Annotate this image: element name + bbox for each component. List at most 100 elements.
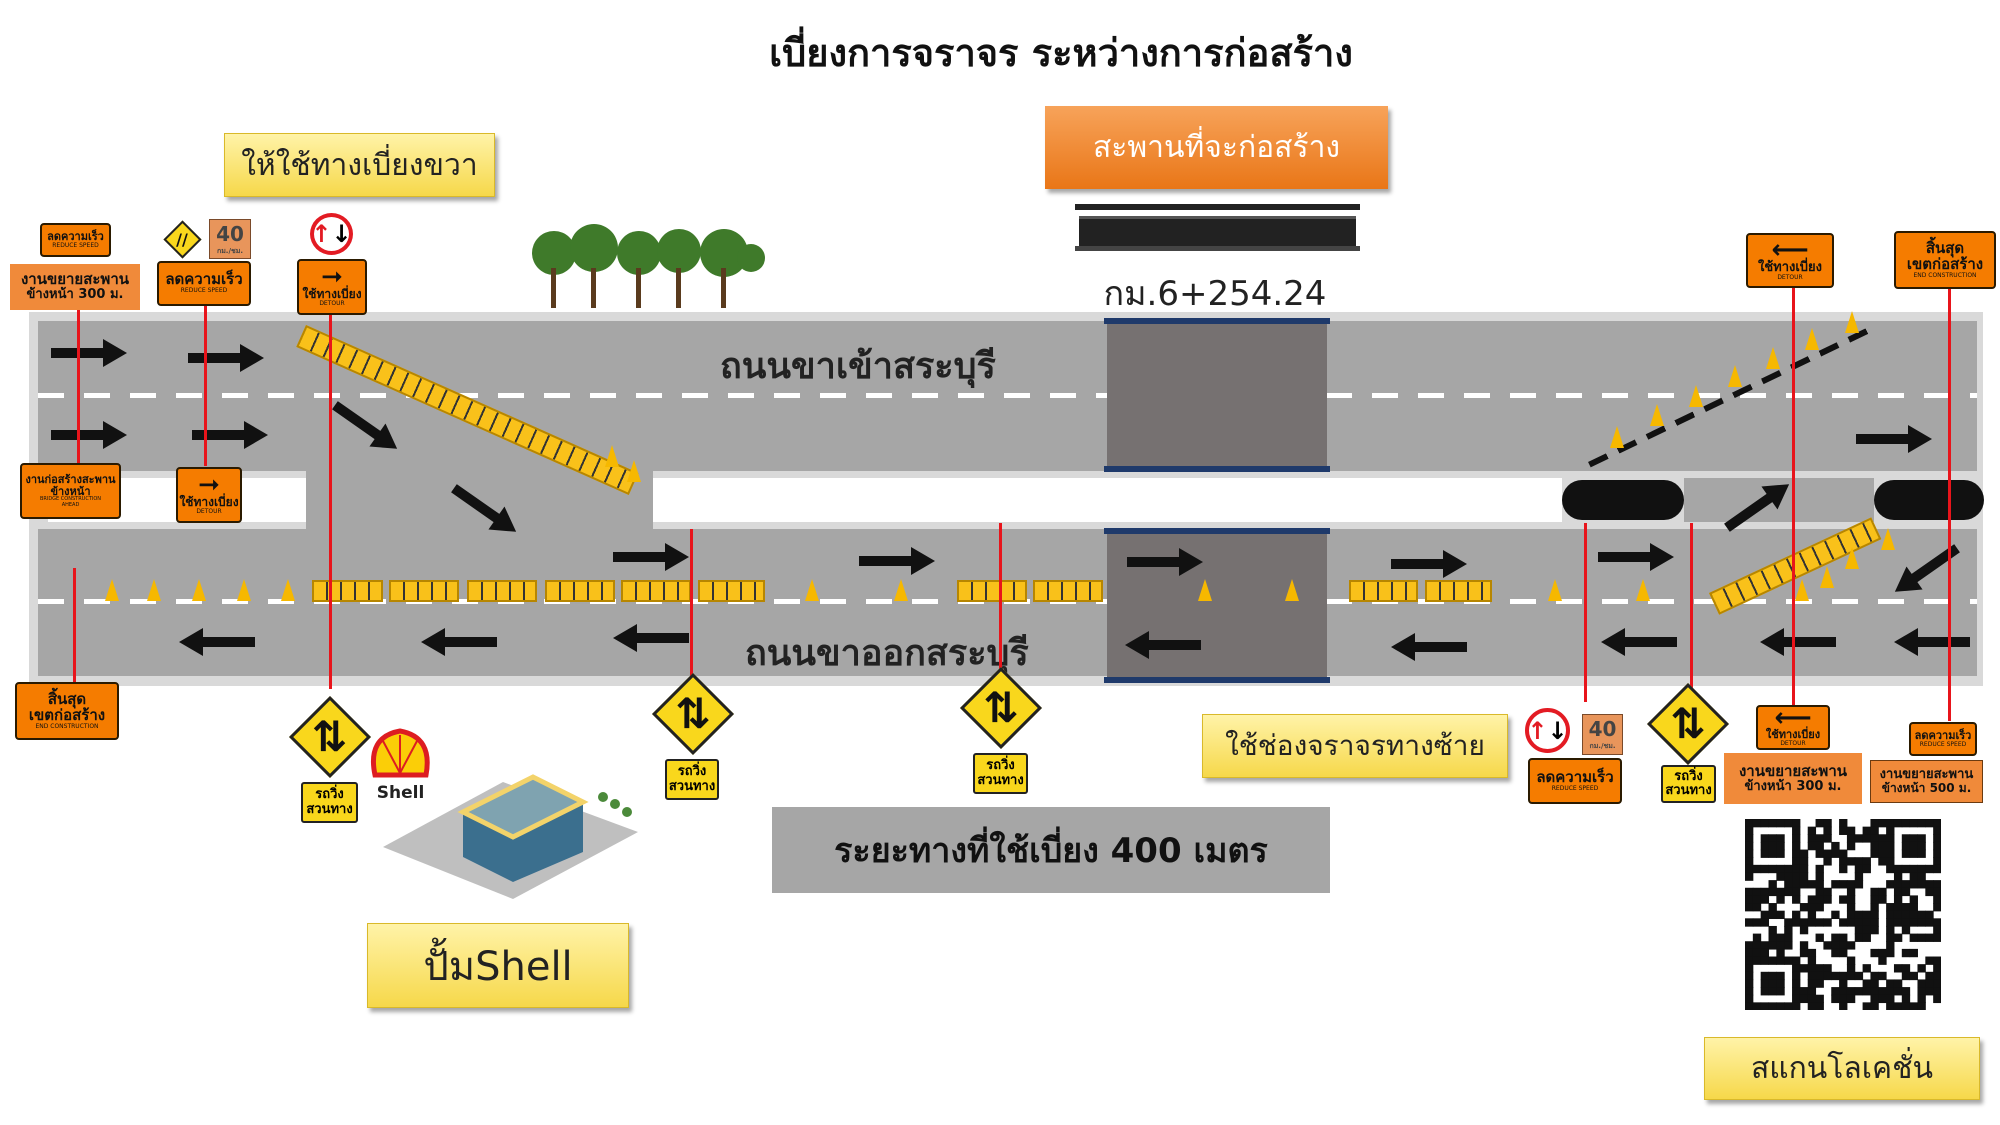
- km-marker: กม.6+254.24: [1103, 274, 1327, 314]
- bridge-widening-300m-sign: งานขยายสะพานข้างหน้า 300 ม.: [10, 264, 140, 310]
- traffic-cone-icon: [236, 579, 251, 602]
- traffic-cone-icon: [281, 579, 296, 602]
- location-qr-code[interactable]: [1745, 819, 1942, 1011]
- sign-text: รถวิ่ง: [1674, 768, 1703, 784]
- sign-text: ข้างหน้า 300 ม.: [1744, 778, 1842, 794]
- trees-icon: [529, 223, 765, 309]
- traffic-direction-arrow-icon: [1723, 484, 1789, 533]
- shell-pump-label: ปั้มShell: [367, 923, 629, 1008]
- traffic-direction-arrow-icon: [178, 627, 255, 656]
- sign-text: END CONSTRUCTION: [1913, 271, 1977, 279]
- traffic-direction-arrow-icon: [1598, 543, 1675, 572]
- bridge-section: [1107, 319, 1327, 469]
- traffic-cone-icon: [191, 579, 206, 602]
- sign-text: รถวิ่ง: [677, 764, 707, 780]
- sign-pole: [1947, 286, 1951, 721]
- construction-barrier: [621, 579, 692, 602]
- sign-pole: [204, 306, 208, 466]
- construction-barrier: [956, 579, 1027, 602]
- two-way-traffic-sign: ⇅: [650, 672, 736, 755]
- sign-text: ลดความเร็ว: [1536, 767, 1614, 786]
- bridge-widening-300m-sign: งานขยายสะพานข้างหน้า 300 ม.: [1724, 753, 1862, 804]
- sign-text: รถวิ่ง: [315, 787, 344, 803]
- traffic-direction-arrow-icon: [187, 344, 264, 373]
- road-outbound-label: ถนนขาออกสระบุรี: [745, 633, 1029, 674]
- traffic-cone-icon: [1198, 579, 1213, 602]
- sign-text: ใช้ทางเบี่ยง: [1757, 259, 1823, 275]
- traffic-direction-arrow-icon: [51, 339, 128, 368]
- sign-text: งานก่อสร้างสะพาน: [25, 473, 116, 487]
- traffic-direction-arrow-icon: [1601, 627, 1678, 656]
- detour-distance-label: ระยะทางที่ใช้เบี่ยง 400 เมตร: [772, 807, 1330, 893]
- sign-pole: [76, 306, 80, 466]
- priority-oncoming-sign: ↑↓: [1525, 708, 1570, 753]
- traffic-cone-icon: [1689, 385, 1704, 408]
- construction-barrier: [1033, 579, 1104, 602]
- bridge-icon: [1075, 204, 1360, 251]
- gas-station-building-image: [383, 752, 638, 899]
- traffic-cone-icon: [1635, 579, 1650, 602]
- traffic-cone-icon: [1805, 327, 1820, 350]
- oncoming-traffic-plate: รถวิ่งสวนทาง: [1661, 765, 1716, 803]
- shell-wordmark: Shell: [376, 783, 425, 803]
- traffic-direction-arrow-icon: [51, 420, 128, 449]
- construction-barrier: [466, 579, 537, 602]
- sign-text: REDUCE SPEED: [180, 287, 228, 295]
- sign-text: งานขยายสะพาน: [20, 270, 130, 289]
- construction-barrier: [389, 579, 460, 602]
- sign-text: กม./ชม.: [216, 246, 244, 255]
- traffic-direction-arrow-icon: [612, 623, 689, 652]
- two-way-traffic-sign: ⇅: [288, 695, 371, 778]
- traffic-cone-icon: [1845, 311, 1860, 334]
- traffic-cone-icon: [1795, 579, 1810, 602]
- traffic-direction-arrow-icon: [1125, 631, 1202, 660]
- traffic-cone-icon: [1727, 364, 1742, 387]
- oncoming-traffic-plate: รถวิ่งสวนทาง: [665, 759, 719, 800]
- two-way-traffic-sign: ⇅: [1645, 682, 1731, 765]
- sign-text: รถวิ่ง: [986, 758, 1015, 774]
- traffic-cone-icon: [1845, 547, 1860, 570]
- shell-logo: Shell: [367, 727, 434, 803]
- traffic-direction-arrow-icon: [1894, 627, 1971, 656]
- bridge-edge: [1104, 466, 1330, 472]
- traffic-cone-icon: [805, 579, 820, 602]
- sign-text: ลดความเร็ว: [47, 230, 104, 244]
- traffic-direction-arrow-icon: [1390, 632, 1467, 661]
- traffic-cone-icon: [147, 579, 162, 602]
- sign-text: ใช้ทางเบี่ยง: [179, 494, 239, 509]
- traffic-cone-icon: [1649, 404, 1664, 427]
- median-barrier: [1874, 480, 1984, 520]
- bridge-edge: [1104, 528, 1330, 534]
- sign-pole: [329, 312, 333, 689]
- traffic-direction-arrow-icon: [1856, 424, 1933, 453]
- sign-text: สวนทาง: [1665, 783, 1712, 798]
- traffic-cone-icon: [1765, 346, 1780, 369]
- sign-text: เขตก่อสร้าง: [28, 705, 106, 724]
- sign-text: ข้างหน้า 300 ม.: [26, 287, 124, 303]
- sign-text: DETOUR: [1777, 273, 1803, 281]
- priority-oncoming-sign: ↑↓: [310, 213, 353, 255]
- sign-text: สวนทาง: [668, 778, 716, 794]
- traffic-cone-icon: [105, 579, 120, 602]
- bridge-widening-500m-sign: งานขยายสะพานข้างหน้า 500 ม.: [1870, 760, 1983, 803]
- bridge-edge: [1104, 677, 1330, 683]
- sign-text: REDUCE SPEED: [52, 241, 99, 249]
- traffic-direction-arrow-icon: [191, 420, 268, 449]
- sign-text: AHEAD: [61, 501, 80, 508]
- traffic-direction-arrow-icon: [450, 484, 516, 532]
- traffic-direction-arrow-icon: [1390, 549, 1467, 578]
- traffic-cone-icon: [605, 445, 620, 468]
- sign-text: END CONSTRUCTION: [35, 722, 99, 730]
- sign-pole: [690, 529, 694, 676]
- sign-text: งานขยายสะพาน: [1738, 761, 1848, 780]
- bridge-to-build-label: สะพานที่จะก่อสร้าง: [1045, 106, 1388, 189]
- sign-text: ข้างหน้า 500 ม.: [1881, 781, 1972, 796]
- sign-text: DETOUR: [319, 299, 345, 307]
